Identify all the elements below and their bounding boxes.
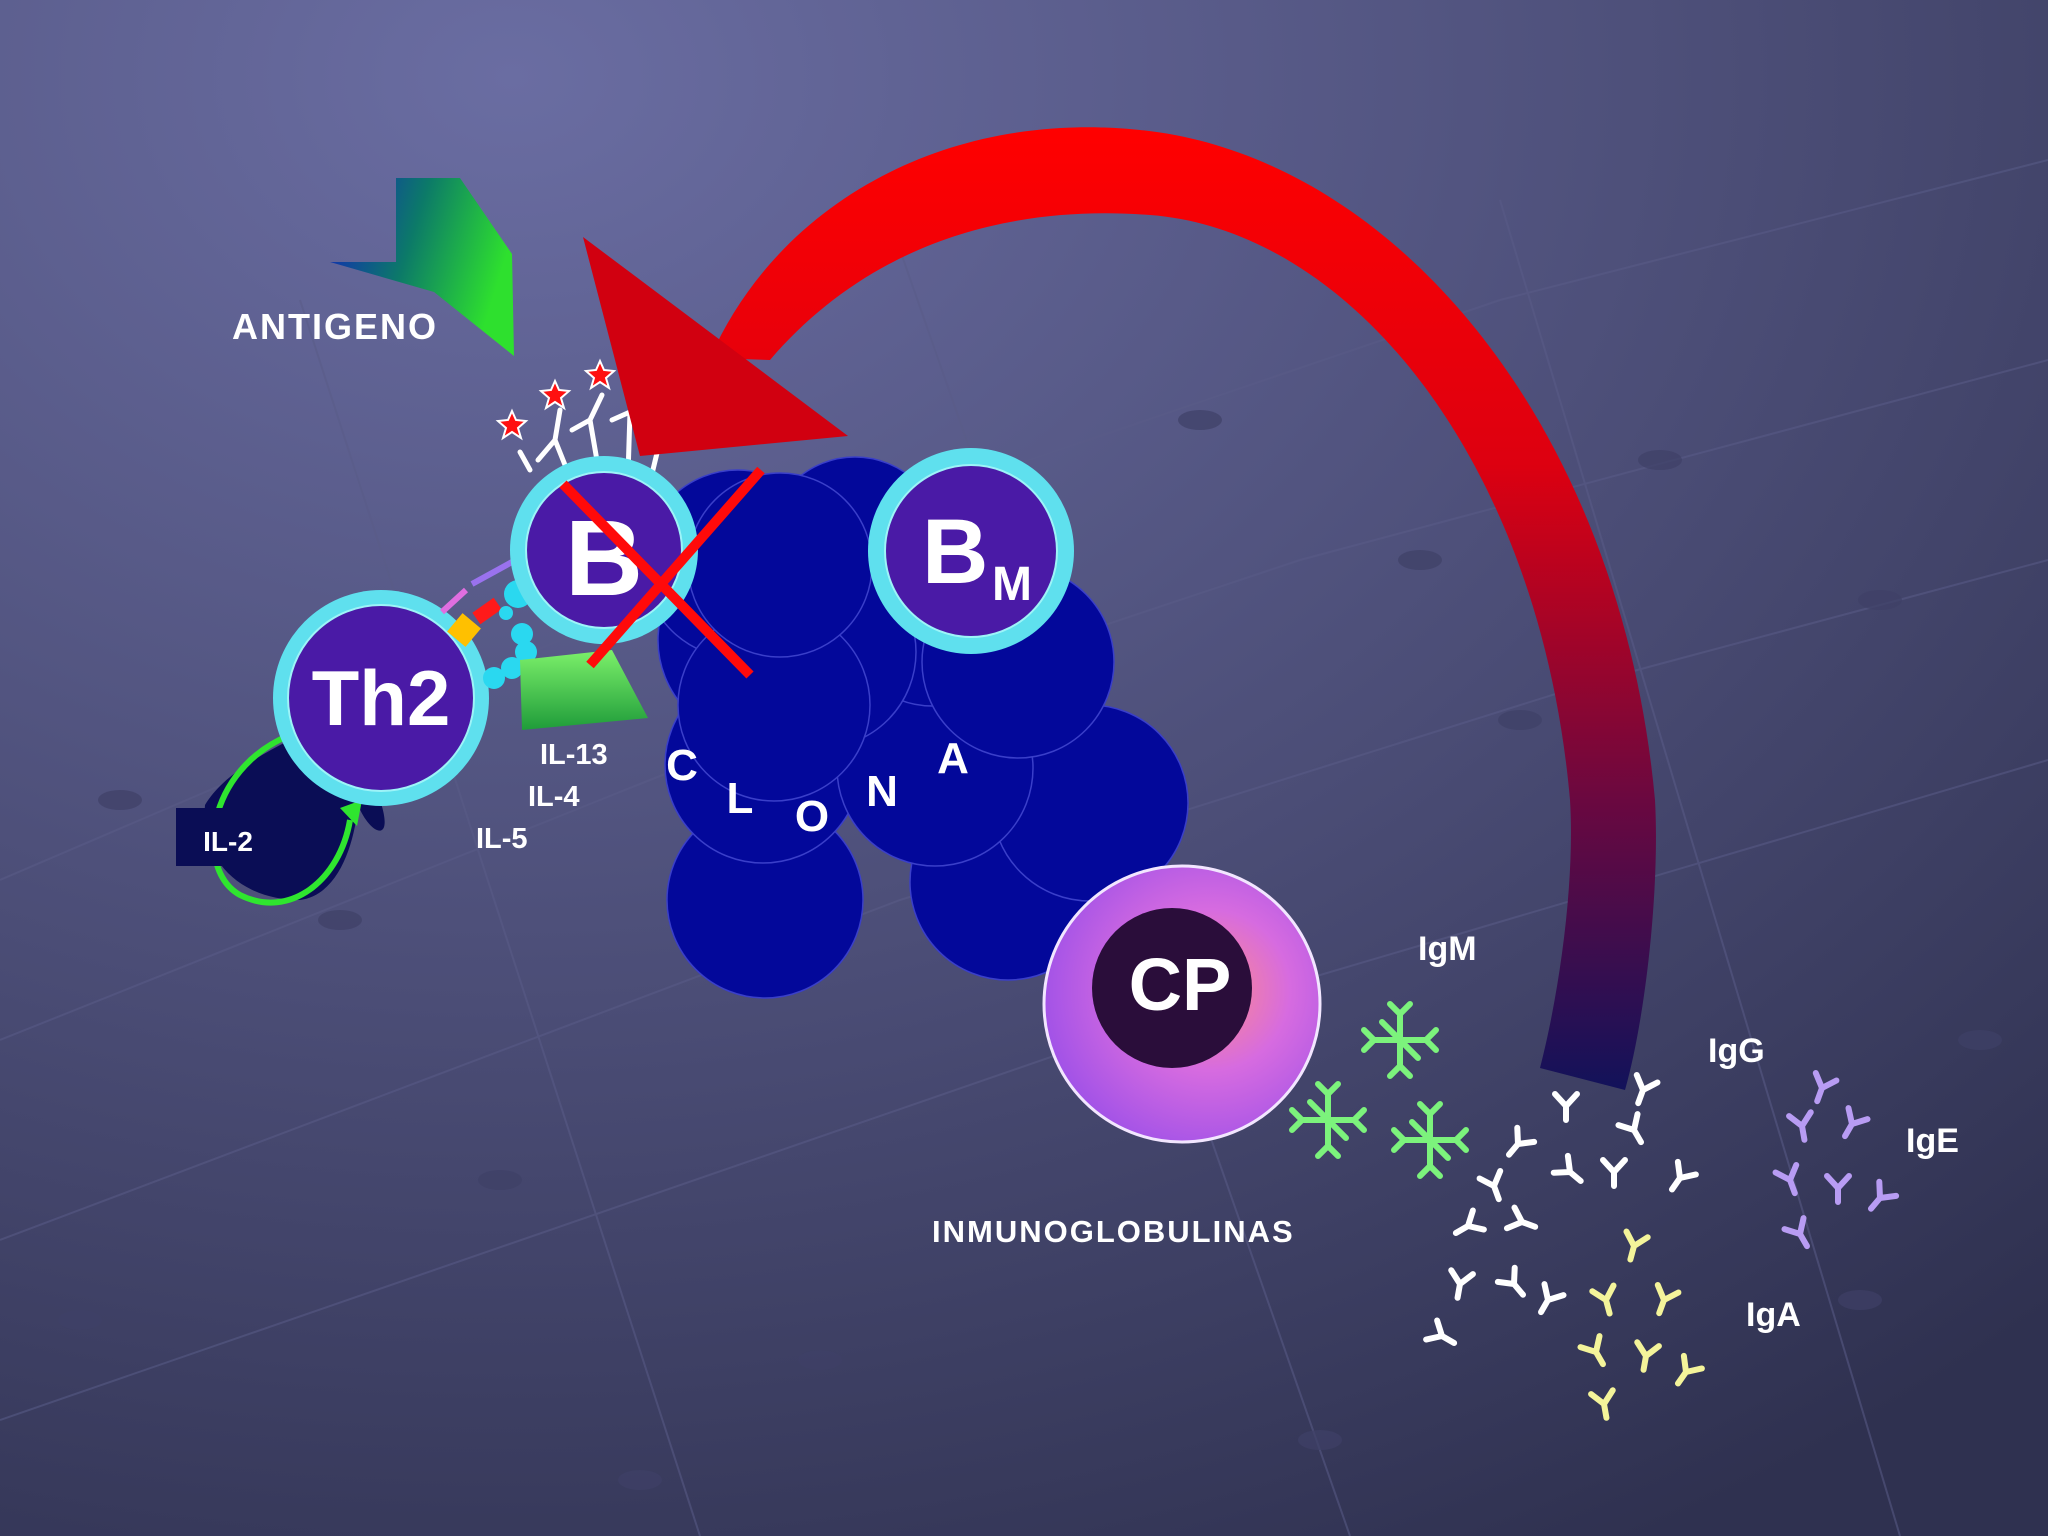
antigen-arrow-icon	[330, 178, 514, 356]
il2-box	[176, 808, 280, 866]
clone-letter: O	[795, 792, 829, 841]
th2-cell: Th2	[273, 590, 489, 806]
bm-label: B	[922, 501, 988, 603]
b-cell: B	[510, 456, 698, 644]
immunoglobulins-label: INMUNOGLOBULINAS	[932, 1214, 1295, 1249]
cp-label: CP	[1129, 943, 1232, 1026]
arrowhead-icon	[340, 800, 362, 826]
plasma-cell: CP	[1042, 864, 1322, 1144]
il4-label: IL-4	[528, 781, 580, 813]
arrowhead-icon	[583, 237, 848, 456]
clone-letter: N	[866, 767, 898, 816]
background-dots	[58, 410, 2002, 1490]
il2-loop: IL-2	[176, 732, 385, 906]
ige-label: IgE	[1906, 1122, 1959, 1160]
clone-letters: C L O N A	[666, 734, 969, 841]
clone-letter: C	[666, 741, 698, 790]
cytokine-labels: IL-13 IL-4 IL-5	[476, 739, 608, 855]
clone-letter: L	[727, 774, 754, 823]
il13-label: IL-13	[540, 739, 608, 771]
receptor-interaction	[439, 559, 537, 689]
feedback-arrow	[583, 127, 1656, 1091]
il2-label: IL-2	[203, 826, 253, 857]
iga-label: IgA	[1746, 1296, 1801, 1334]
clone-cell	[687, 472, 873, 658]
bm-subscript: M	[992, 558, 1032, 611]
igm-label: IgM	[1418, 930, 1477, 968]
cross-out-icon	[559, 466, 765, 679]
th2-label: Th2	[312, 654, 451, 742]
antigen-label: ANTIGENO	[232, 306, 438, 347]
cd40-icon	[447, 613, 481, 647]
mhc-icon	[472, 597, 502, 625]
il5-label: IL-5	[476, 823, 528, 855]
clone-letter: A	[937, 734, 969, 783]
cytokine-triangle-icon	[520, 650, 648, 730]
memory-b-cell: B M	[868, 448, 1074, 654]
clone-cluster	[643, 456, 1189, 999]
igg-label: IgG	[1708, 1032, 1765, 1070]
